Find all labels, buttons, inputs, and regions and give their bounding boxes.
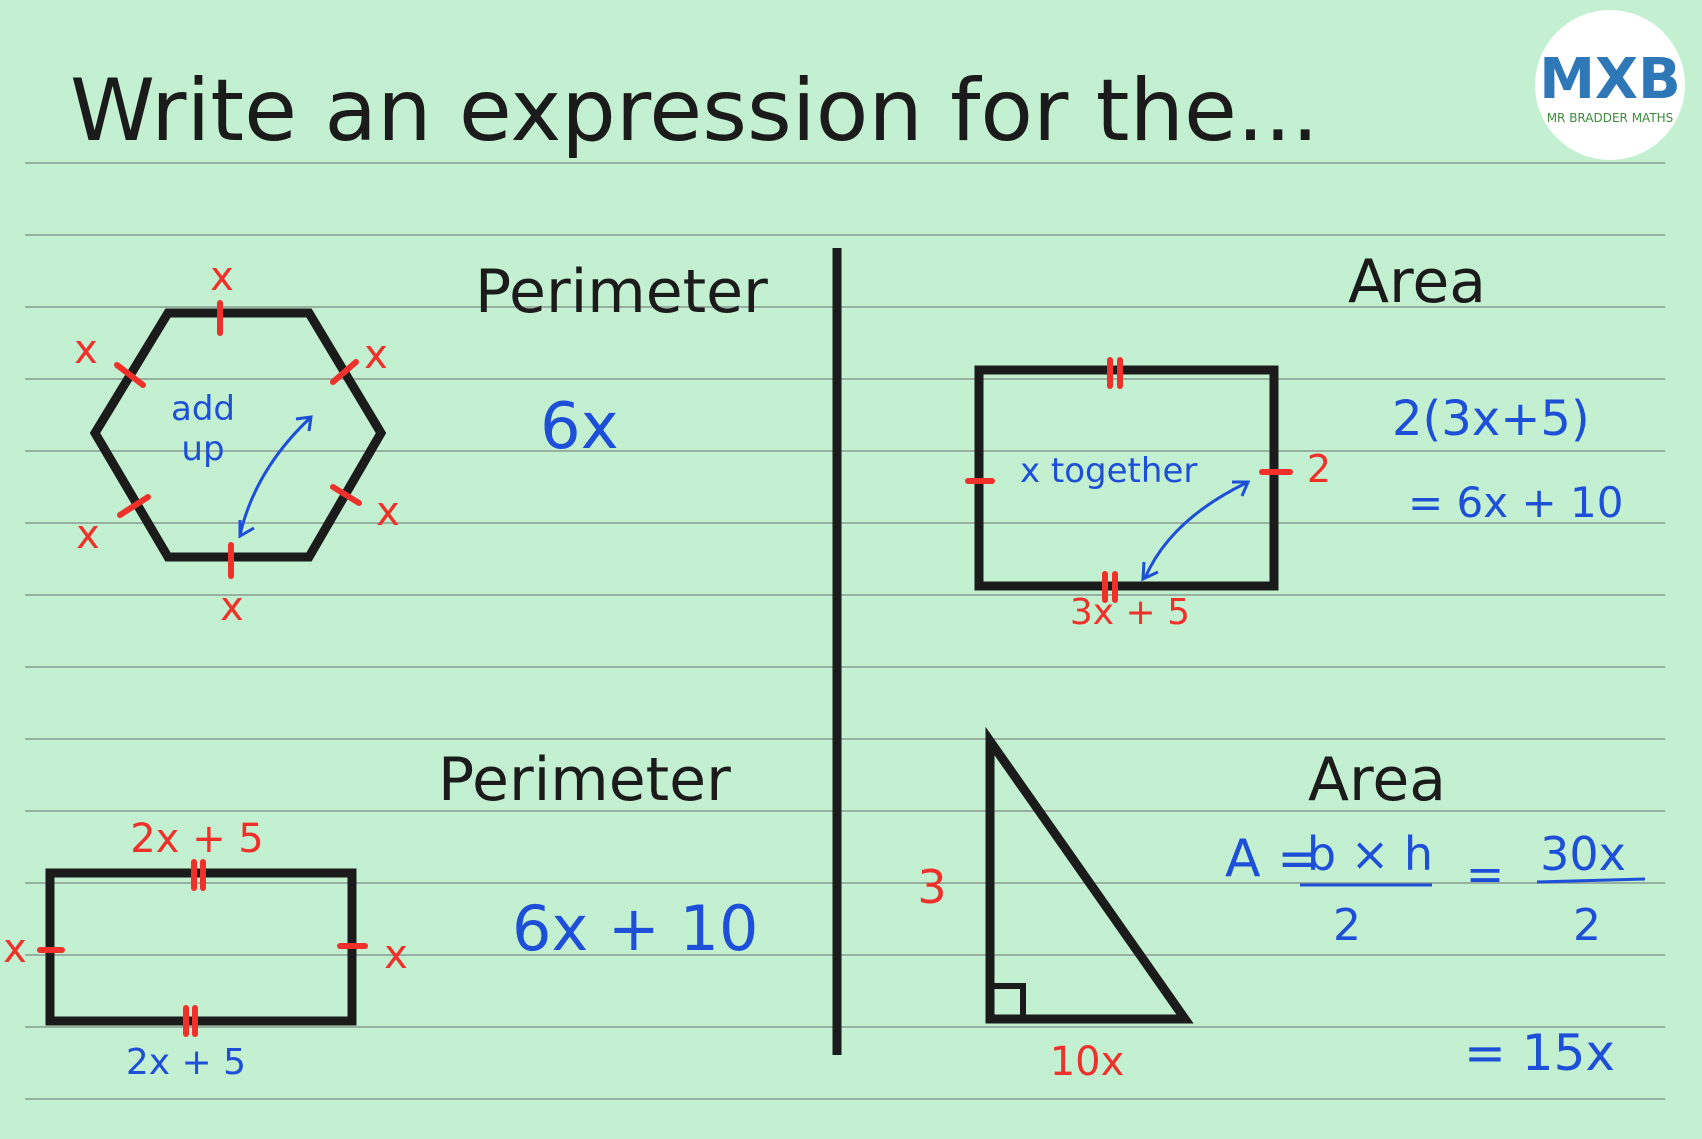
hexagon-side-label: x	[76, 512, 100, 558]
area-rectangle-working: 2(3x+5)	[1392, 391, 1590, 447]
hexagon-side-label: x	[376, 489, 400, 535]
hexagon-side-label: x	[220, 584, 244, 630]
double-arrow	[1143, 481, 1247, 579]
tick-mark	[114, 362, 146, 388]
tick-mark	[330, 359, 359, 385]
logo-badge	[1535, 10, 1685, 160]
page-title: Write an expression for the...	[70, 61, 1319, 161]
ruled-lines	[25, 162, 1665, 1100]
triangle-area-section: 3 10x Area A = b × h 2 = 30x 2 = 15x	[917, 726, 1646, 1085]
rectangle-bottom-label: 2x + 5	[126, 1042, 246, 1083]
area-rectangle-heading: Area	[1348, 247, 1486, 317]
area-rectangle-tick-marks	[965, 357, 1293, 603]
hexagon-tick-marks	[114, 300, 362, 579]
arrow-head-icon	[238, 520, 255, 539]
hexagon-side-label: x	[210, 254, 234, 300]
hexagon-section: x x x x x x add up Perimeter 6x	[74, 254, 768, 630]
logo-mark: MXB	[1539, 47, 1681, 112]
fraction-denominator: 2	[1573, 900, 1601, 951]
rectangle-perimeter-answer: 6x + 10	[512, 892, 758, 965]
formula-denominator: 2	[1333, 900, 1361, 951]
hexagon-note: add	[171, 389, 235, 429]
triangle-result: = 15x	[1464, 1024, 1615, 1082]
rectangle-perimeter-section: 2x + 5 2x + 5 x x Perimeter 6x + 10	[3, 745, 758, 1083]
tick-mark	[330, 484, 362, 506]
arrow-head-icon	[295, 415, 313, 432]
arrow-head-icon	[1232, 480, 1251, 497]
rectangle-tick-marks	[37, 859, 368, 1037]
brand-logo: MXB MR BRADDER MATHS	[1535, 10, 1685, 160]
hexagon-side-label: x	[74, 327, 98, 373]
rectangle-right-label: x	[384, 932, 408, 978]
rectangle-perimeter-heading: Perimeter	[438, 745, 731, 815]
hexagon-shape	[89, 308, 387, 562]
formula-numerator: b × h	[1307, 827, 1433, 881]
area-rectangle-note: x together	[1020, 451, 1197, 491]
rectangle-top-label: 2x + 5	[130, 816, 264, 862]
rectangle-left-label: x	[3, 926, 27, 972]
hexagon-heading: Perimeter	[475, 257, 768, 327]
triangle-base-label: 10x	[1050, 1039, 1125, 1085]
tick-mark	[117, 494, 151, 518]
area-rectangle-right-label: 2	[1307, 447, 1331, 491]
logo-caption: MR BRADDER MATHS	[1547, 111, 1674, 125]
rectangle-area-section: 3x + 5 2 x together Area 2(3x+5) = 6x + …	[965, 247, 1623, 633]
area-rectangle-bottom-label: 3x + 5	[1070, 592, 1190, 633]
right-angle-marker	[990, 983, 1026, 1019]
triangle-heading: Area	[1308, 745, 1446, 815]
fraction-bar	[1536, 877, 1646, 884]
formula-lhs: A =	[1225, 829, 1321, 889]
double-arrow	[238, 416, 312, 536]
area-rectangle-result: = 6x + 10	[1408, 478, 1623, 527]
triangle-height-label: 3	[917, 860, 946, 914]
hexagon-answer: 6x	[540, 390, 619, 464]
fraction-numerator: 30x	[1540, 827, 1626, 881]
hexagon-note: up	[181, 429, 224, 469]
equals-sign: =	[1466, 847, 1505, 901]
hexagon-side-label: x	[364, 332, 388, 378]
arrow-head-icon	[1141, 561, 1159, 582]
right-triangle-shape	[985, 726, 1194, 1024]
